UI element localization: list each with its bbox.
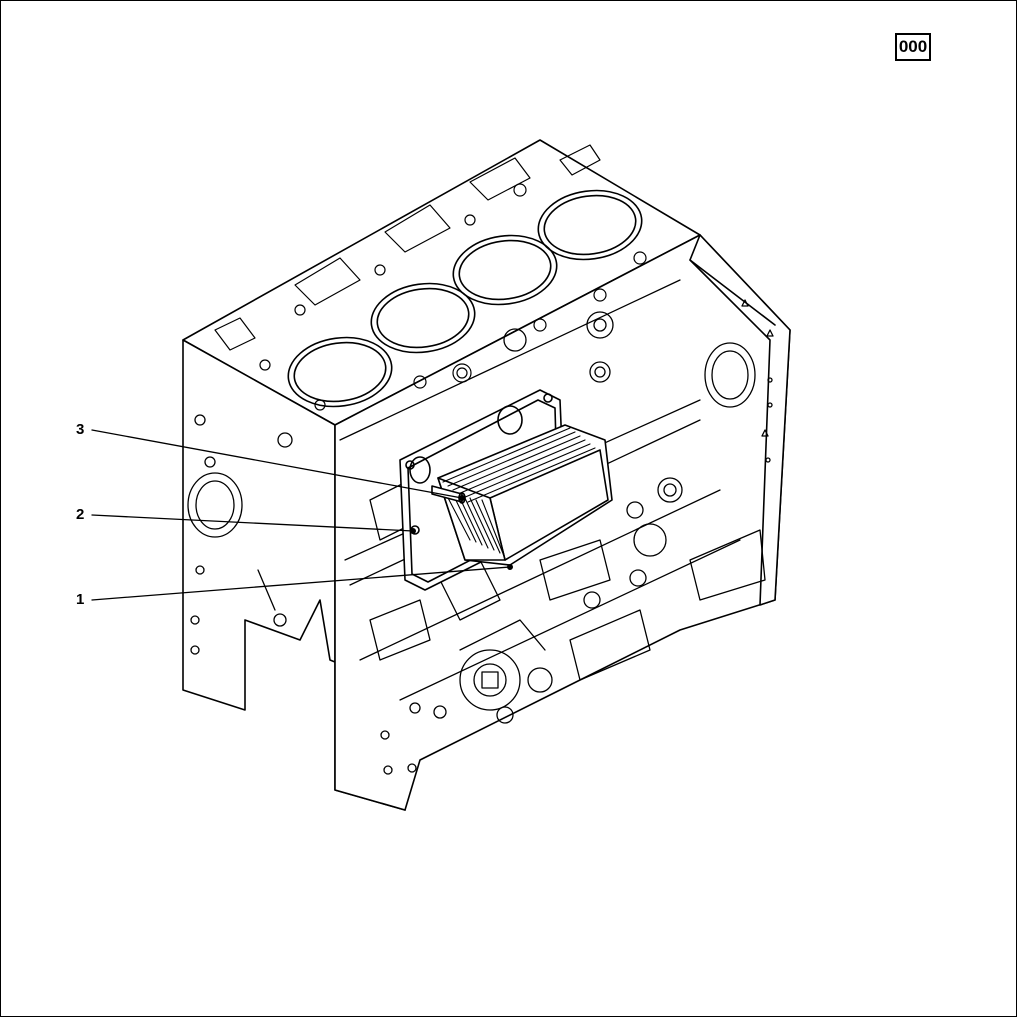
deck-details — [214, 144, 647, 411]
reference-code: 000 — [898, 37, 928, 56]
callout-number-3: 3 — [76, 421, 85, 438]
leader-lines — [91, 429, 513, 601]
callout-number-1: 1 — [76, 591, 85, 608]
leader-line-2 — [91, 514, 414, 532]
rear-face-details — [704, 299, 774, 463]
cylinder-bores — [287, 189, 643, 408]
front-face-details — [187, 414, 393, 775]
oil-cooler-fins — [442, 427, 596, 557]
callout-number-2: 2 — [76, 506, 85, 523]
leader-line-3 — [91, 429, 463, 499]
reference-code-box: 000 — [895, 33, 931, 61]
leader-line-1 — [91, 566, 511, 601]
